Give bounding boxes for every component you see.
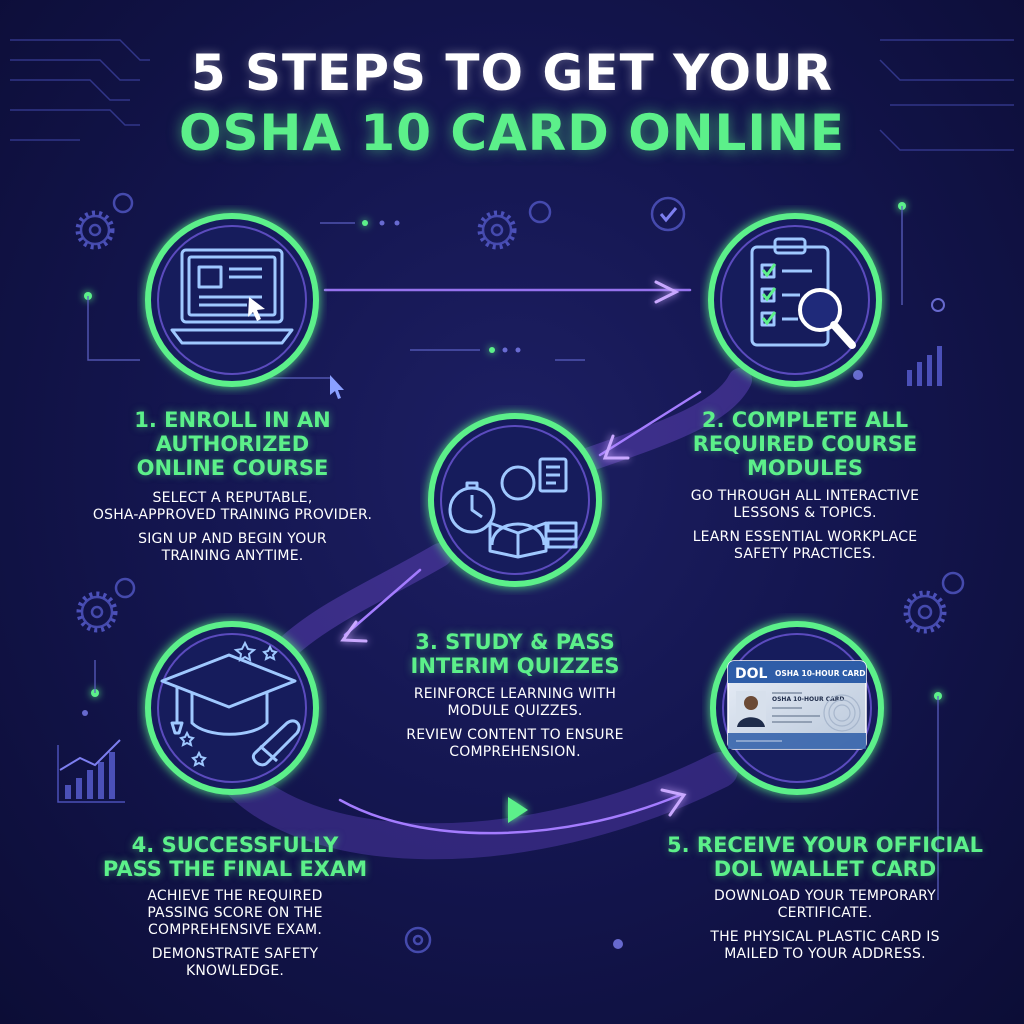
page-title-line1: 5 STEPS TO GET YOUR (190, 44, 834, 102)
step-1-laptop-icon (145, 213, 319, 387)
step-3-title-line: 3. STUDY & PASS (415, 630, 615, 654)
step-5-id-card-icon: DOL OSHA 10-HOUR CARD OSHA 10-HOUR CARD (710, 621, 884, 795)
card-name-line: OSHA 10-HOUR CARD (772, 696, 844, 703)
card-header: OSHA 10-HOUR CARD (775, 669, 865, 678)
step-5-title-line: DOL WALLET CARD (713, 857, 937, 881)
step-2-title-line: REQUIRED COURSE (692, 432, 918, 456)
step-3-title-line: INTERIM QUIZZES (410, 654, 620, 678)
step-4-graduation-cap-icon (145, 621, 319, 795)
step-3-student-reading-icon (428, 413, 602, 587)
step-1-description: SELECT A REPUTABLE,OSHA-APPROVED TRAININ… (60, 490, 405, 572)
step-4-title-line: PASS THE FINAL EXAM (102, 857, 368, 881)
step-5-title-line: 5. RECEIVE YOUR OFFICIAL (667, 833, 983, 857)
step-1-description-paragraph: SELECT A REPUTABLE,OSHA-APPROVED TRAININ… (92, 490, 373, 523)
step-4-title-line: 4. SUCCESSFULLY (131, 833, 339, 857)
step-1-title-line: 1. ENROLL IN AN (134, 408, 331, 432)
step-1-title-line: AUTHORIZED (155, 432, 310, 456)
step-2-title-line: 2. COMPLETE ALL (701, 408, 909, 432)
card-brand: DOL (735, 666, 768, 682)
step-2-clipboard-magnifier-icon (708, 213, 882, 387)
step-1-title-line: ONLINE COURSE (136, 456, 329, 480)
step-2-title-line: MODULES (746, 456, 864, 480)
page-title-line2: OSHA 10 CARD ONLINE (178, 104, 846, 162)
